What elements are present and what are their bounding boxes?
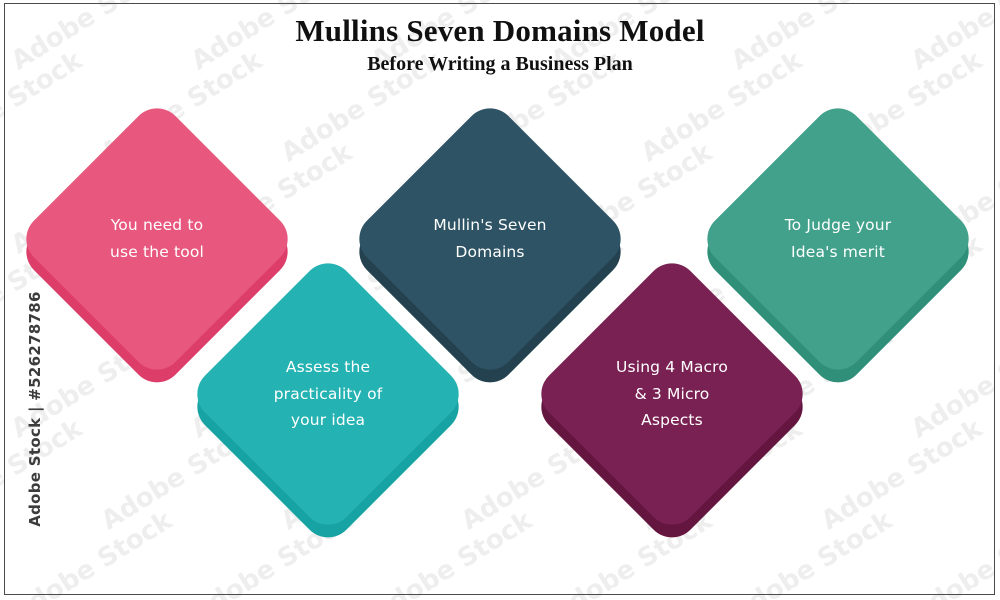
watermark-text: Adobe Stock xyxy=(816,413,988,537)
watermark-text: Adobe Stock xyxy=(366,505,538,600)
diamond-face xyxy=(696,97,980,381)
page-title: Mullins Seven Domains Model xyxy=(295,13,705,48)
adobe-stock-id: Adobe Stock | #526278786 xyxy=(26,291,44,527)
watermark-text: Adobe Stock xyxy=(906,321,1000,445)
watermark-text: Adobe Stock xyxy=(726,505,898,600)
title-block: Mullins Seven Domains Model Before Writi… xyxy=(0,13,1000,76)
page-subtitle: Before Writing a Business Plan xyxy=(367,52,633,75)
diamond-node-3[interactable]: Mullin's Seven Domains xyxy=(348,97,632,394)
diamond-node-1[interactable]: You need to use the tool xyxy=(15,97,299,394)
watermark-text: Adobe Stock xyxy=(906,505,1000,600)
watermark-text: Adobe Stock xyxy=(996,414,1000,537)
diamond-node-5[interactable]: To Judge your Idea's merit xyxy=(696,97,980,394)
watermark-text: Adobe Stock xyxy=(996,230,1000,353)
